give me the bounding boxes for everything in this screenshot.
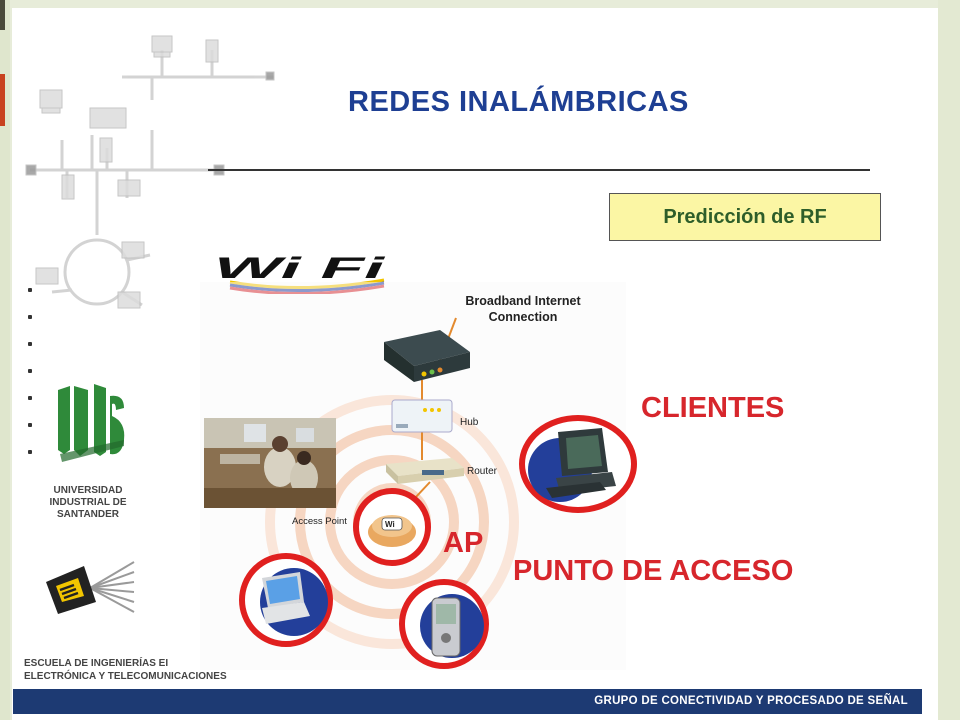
desktop-client xyxy=(519,415,637,513)
bullet xyxy=(28,396,32,400)
bullet-list xyxy=(28,288,32,477)
pda-client xyxy=(399,579,489,669)
slide-title: REDES INALÁMBRICAS xyxy=(348,86,689,118)
broadband-label: Broadband Internet Connection xyxy=(465,294,581,324)
bullet xyxy=(28,450,32,454)
bullet xyxy=(28,423,32,427)
uis-caption: UNIVERSIDAD INDUSTRIAL DE SANTANDER xyxy=(49,485,127,520)
wireless-network-diagram: Wi xyxy=(200,282,626,670)
network-topology-watermark xyxy=(25,35,275,309)
right-decor-strip xyxy=(938,0,960,720)
broadband-modem xyxy=(384,330,470,382)
bullet xyxy=(28,288,32,292)
hub-device xyxy=(391,399,453,433)
bullet xyxy=(28,369,32,373)
escuela-logo xyxy=(46,561,135,614)
clientes-label: CLIENTES xyxy=(641,392,785,424)
left-decor-strip xyxy=(0,0,10,720)
bullet xyxy=(28,315,32,319)
router-label: Router xyxy=(467,466,498,477)
left-decor-dark xyxy=(0,0,5,30)
office-photo xyxy=(204,418,336,508)
svg-text:Wi: Wi xyxy=(385,520,395,529)
wifi-logo-text: Wi Fi xyxy=(214,252,386,285)
laptop-client xyxy=(239,553,333,647)
ap-label: AP xyxy=(443,527,484,559)
rf-prediction-box: Predicción de RF xyxy=(609,193,881,241)
access-point-device: Wi xyxy=(353,488,431,566)
punto-de-acceso-label: PUNTO DE ACCESO xyxy=(513,555,794,587)
uis-logo xyxy=(58,384,125,462)
access-point-label: Access Point xyxy=(292,516,347,527)
title-divider xyxy=(208,169,870,171)
escuela-caption: ESCUELA DE INGENIERÍAS EI ELECTRÓNICA Y … xyxy=(24,658,227,682)
bullet xyxy=(28,342,32,346)
footer-text: GRUPO DE CONECTIVIDAD Y PROCESADO DE SEÑ… xyxy=(594,695,908,707)
left-decor-orange xyxy=(0,74,5,126)
router-device xyxy=(386,458,464,484)
hub-label: Hub xyxy=(460,417,479,428)
footer-bar: GRUPO DE CONECTIVIDAD Y PROCESADO DE SEÑ… xyxy=(13,689,922,714)
